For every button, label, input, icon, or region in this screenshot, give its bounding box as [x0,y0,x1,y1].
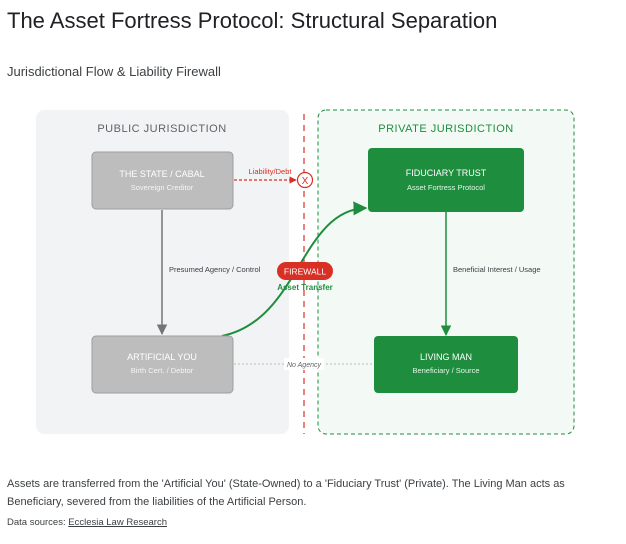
asset-transfer-label: Asset Transfer [277,283,333,292]
liability-label: Liability/Debt [249,167,293,176]
blocked-mark: X [302,176,309,187]
description-text: Assets are transferred from the 'Artific… [7,478,565,508]
page-subtitle: Jurisdictional Flow & Liability Firewall [7,64,221,79]
node-state-title: THE STATE / CABAL [119,169,204,179]
node-state-sub: Sovereign Creditor [131,183,194,192]
public-zone-label: PUBLIC JURISDICTION [97,123,226,135]
node-artificial-sub: Birth Cert. / Debtor [131,366,194,375]
blocked-icon [296,171,314,189]
node-trust: FIDUCIARY TRUST Asset Fortress Protocol [368,148,524,212]
node-artificial-title: ARTIFICIAL YOU [127,352,197,362]
node-state: THE STATE / CABAL Sovereign Creditor [91,151,234,210]
node-living-title: LIVING MAN [420,352,472,362]
node-artificial: ARTIFICIAL YOU Birth Cert. / Debtor [91,335,234,394]
agency-label: Presumed Agency / Control [169,265,261,274]
sources-label: Data sources: [7,517,69,528]
node-trust-sub: Asset Fortress Protocol [407,183,485,192]
flow-diagram: PUBLIC JURISDICTION PRIVATE JURISDICTION… [36,109,575,435]
sources-link[interactable]: Ecclesia Law Research [68,517,167,528]
node-living-sub: Beneficiary / Source [412,366,479,375]
page-title: The Asset Fortress Protocol: Structural … [7,8,498,33]
node-living: LIVING MAN Beneficiary / Source [374,336,518,393]
private-zone-label: PRIVATE JURISDICTION [378,123,514,135]
firewall-badge [277,262,333,280]
data-sources: Data sources: Ecclesia Law Research [7,517,167,528]
firewall-label: FIREWALL [284,267,326,277]
node-trust-title: FIDUCIARY TRUST [406,168,487,178]
beneficial-label: Beneficial Interest / Usage [453,265,541,274]
no-agency-label: No Agency [287,362,321,369]
